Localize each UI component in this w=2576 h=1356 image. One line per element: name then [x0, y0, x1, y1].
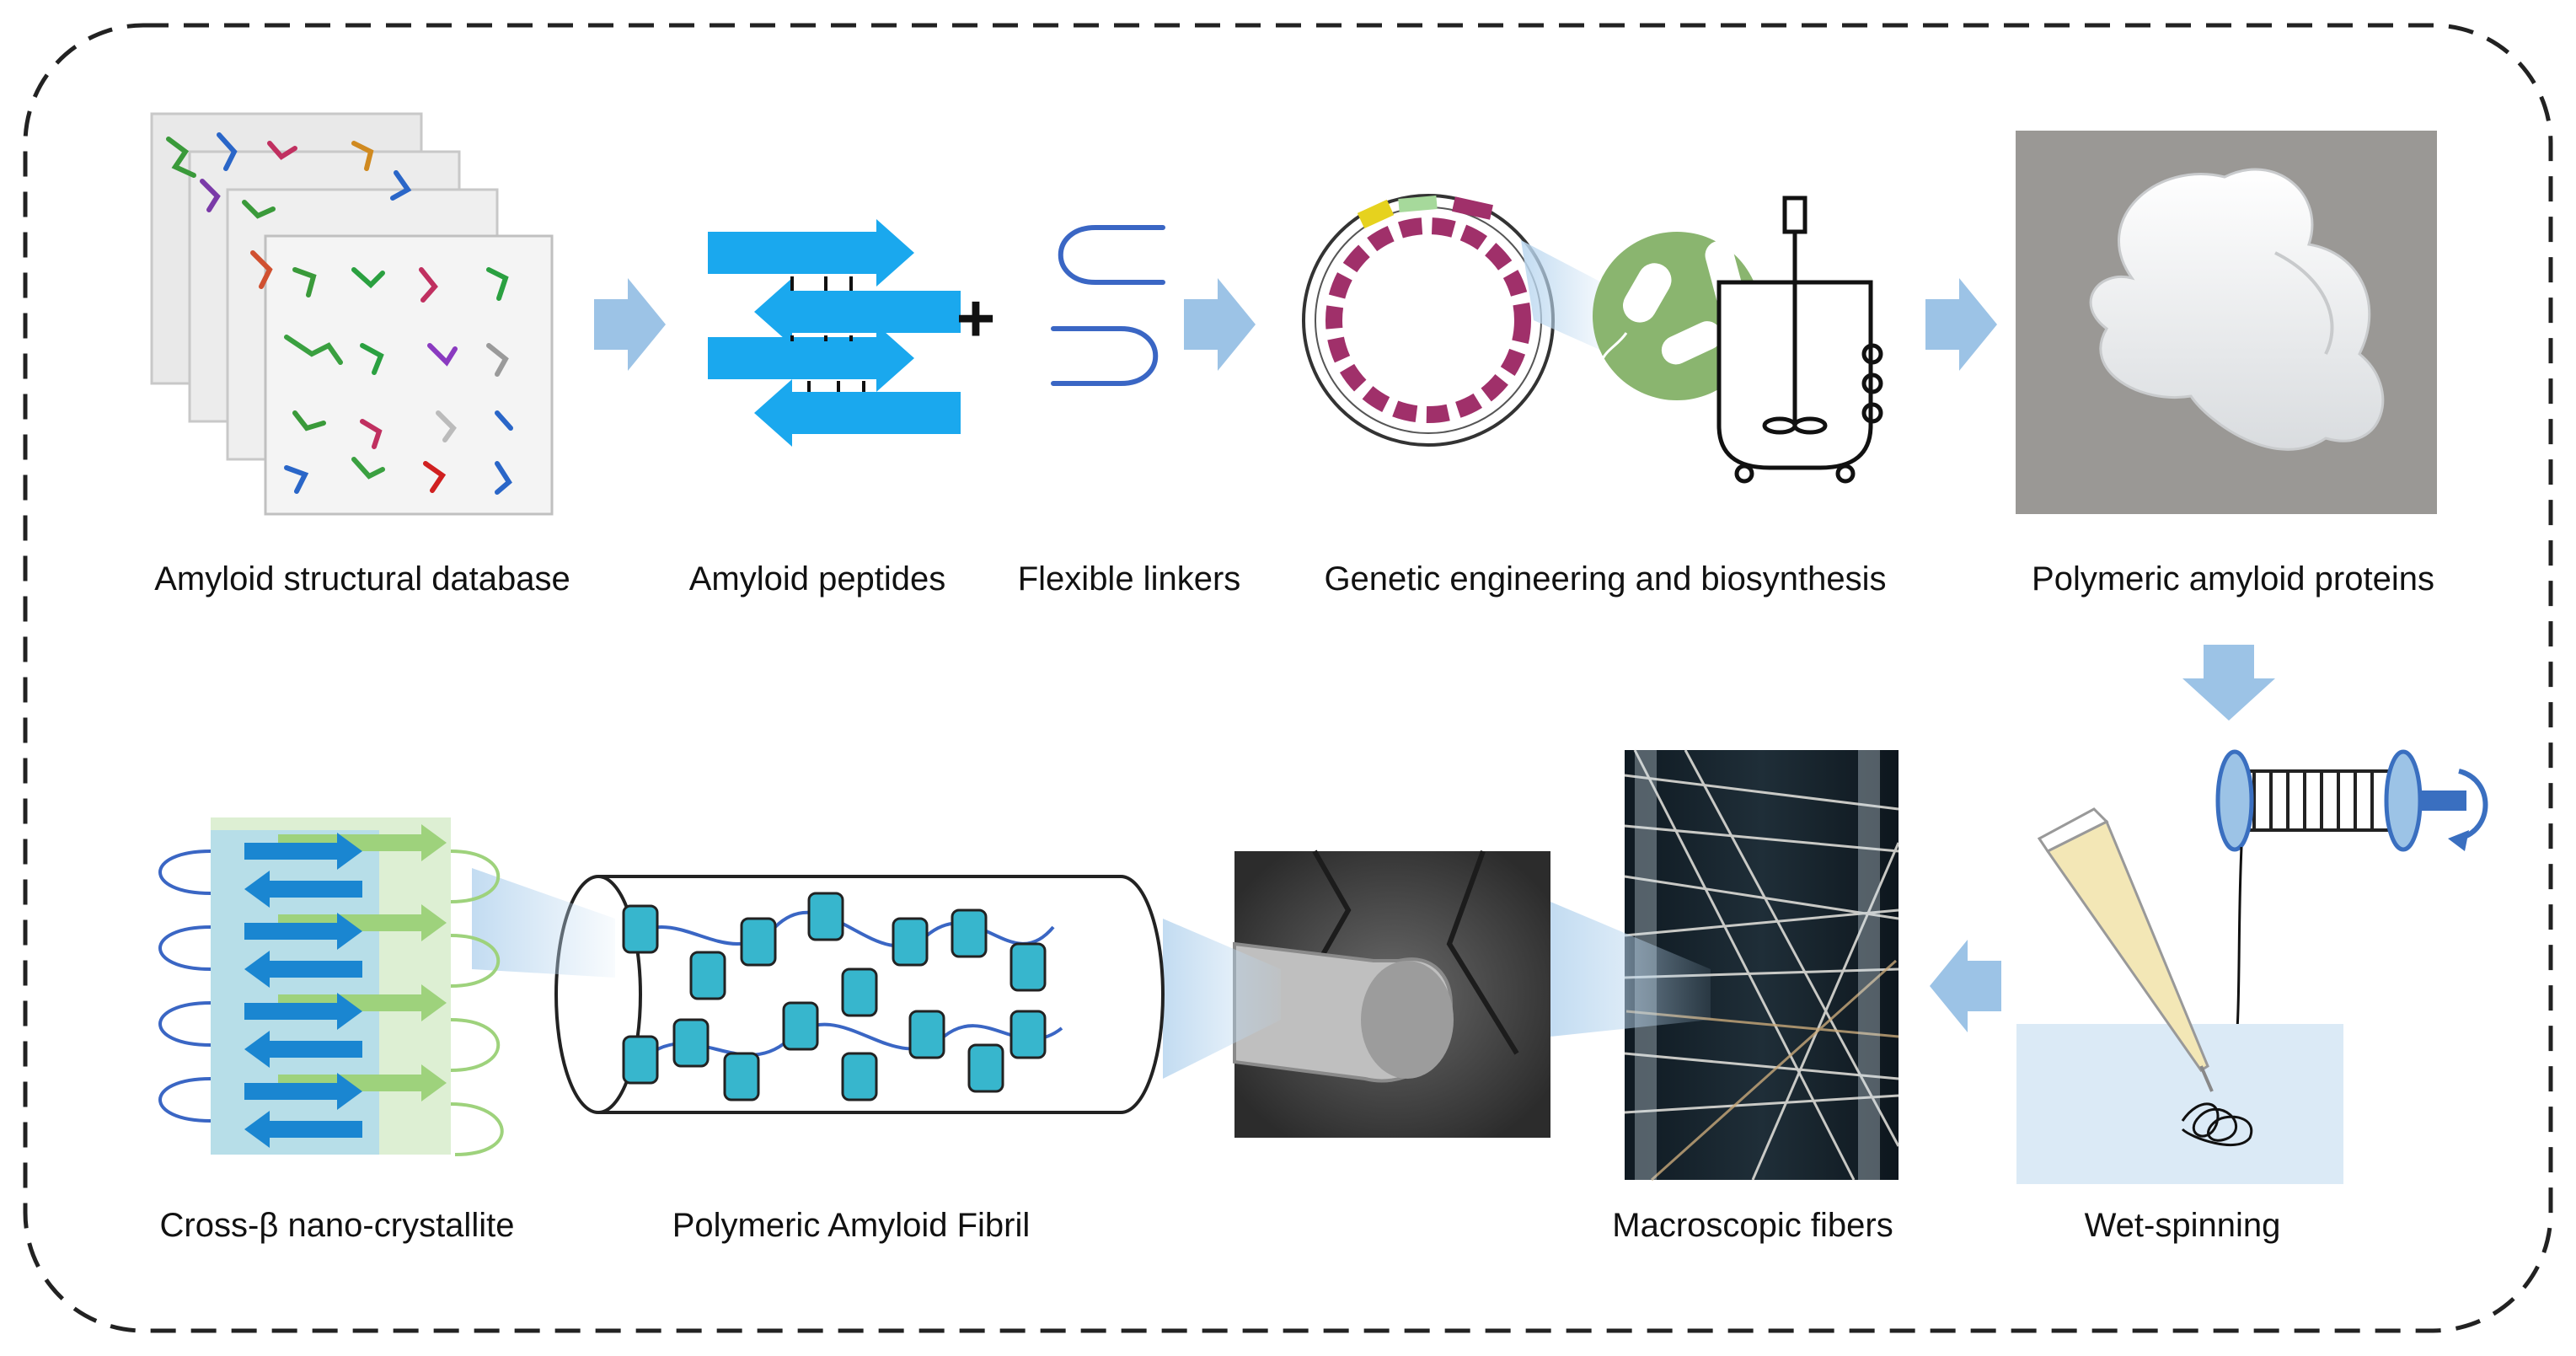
- beta-strand-arrows: [708, 219, 961, 447]
- rotation-arrow-icon: [2458, 769, 2488, 841]
- light-beam: [472, 868, 615, 978]
- dashed-frame: [23, 23, 2553, 1333]
- right-arrow-icon: [1925, 278, 1997, 371]
- protein-powder-photo: [2016, 131, 2437, 514]
- hydrogen-bond-lines: [790, 276, 865, 392]
- spool-icon: [2215, 749, 2488, 852]
- right-arrow-icon: [1184, 278, 1256, 371]
- structural-database-cards: [150, 112, 554, 516]
- label-polymeric-amyloid-fibril: Polymeric Amyloid Fibril: [672, 1207, 1031, 1244]
- label-macroscopic-fibers: Macroscopic fibers: [1612, 1207, 1893, 1244]
- light-beam: [1163, 919, 1281, 1079]
- label-cross-beta-crystallite: Cross-β nano-crystallite: [159, 1207, 515, 1244]
- down-arrow-icon: [2182, 645, 2275, 721]
- sem-micrograph: [1233, 850, 1550, 1138]
- label-amyloid-peptides: Amyloid peptides: [688, 560, 946, 598]
- label-polymeric-amyloid-proteins: Polymeric amyloid proteins: [2032, 560, 2434, 598]
- right-arrow-icon: [594, 278, 666, 371]
- plus-icon: +: [956, 281, 996, 356]
- bioreactor-icon: [1716, 196, 1883, 484]
- label-wet-spinning: Wet-spinning: [2084, 1207, 2281, 1244]
- polymeric-fibril-cylinder: [554, 875, 1165, 1114]
- label-amyloid-structural-database: Amyloid structural database: [154, 560, 570, 598]
- flexible-linker-curves: [1051, 225, 1165, 386]
- light-beam: [1521, 240, 1609, 354]
- syringe-icon: [2037, 807, 2214, 1092]
- cross-beta-crystallite: [158, 817, 504, 1156]
- label-genetic-engineering: Genetic engineering and biosynthesis: [1324, 560, 1887, 598]
- fiber-coil: [2181, 1102, 2253, 1147]
- light-beam: [1550, 902, 1711, 1037]
- coagulation-bath: [2016, 1024, 2343, 1184]
- left-arrow-icon: [1930, 940, 2001, 1032]
- label-flexible-linkers: Flexible linkers: [1017, 560, 1241, 598]
- plasmid-map: [1302, 194, 1555, 447]
